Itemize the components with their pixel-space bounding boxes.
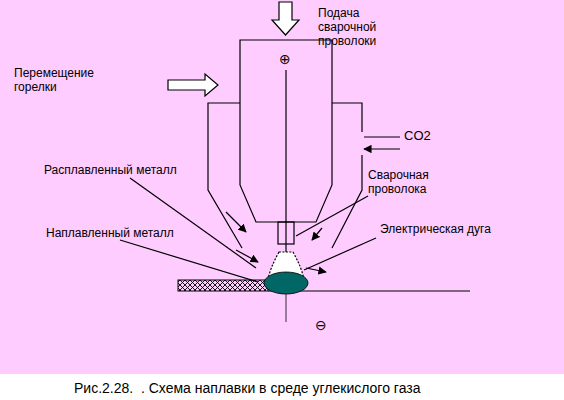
leader-line [296,196,368,236]
torch-body [120,2,400,282]
travel-label: Перемещение горелки [14,66,106,94]
polarity-symbol: ⊕ [279,52,299,66]
molten-pool [264,272,308,294]
flow-arrow [306,268,326,272]
leader-line [130,178,256,268]
leader-line [120,240,258,282]
part-label: Наплавленный металл [46,226,216,240]
part-label: Электрическая дуга [380,222,520,236]
travel-arrow [168,74,218,96]
leader-line [304,238,376,270]
flow-arrow [226,212,246,232]
flow-arrow [312,228,322,240]
nozzle-left [208,103,242,248]
part-label: Сварочная проволока [368,168,448,196]
feed-arrow [272,2,299,35]
welding-wire [285,70,286,252]
background-panel [0,0,564,374]
part-label: Расплавленный металл [44,163,214,177]
gas-arrows [364,137,400,149]
nozzle-right [332,103,362,248]
gas-label: CO2 [404,129,444,143]
figure-caption: Рис.2.28. . Схема наплавки в среде углек… [74,380,420,396]
polarity-symbol: ⊖ [315,318,335,332]
deposited-metal [178,280,268,291]
axis-line [286,294,287,322]
feed-label: Подача сварочной проволоки [318,6,398,48]
